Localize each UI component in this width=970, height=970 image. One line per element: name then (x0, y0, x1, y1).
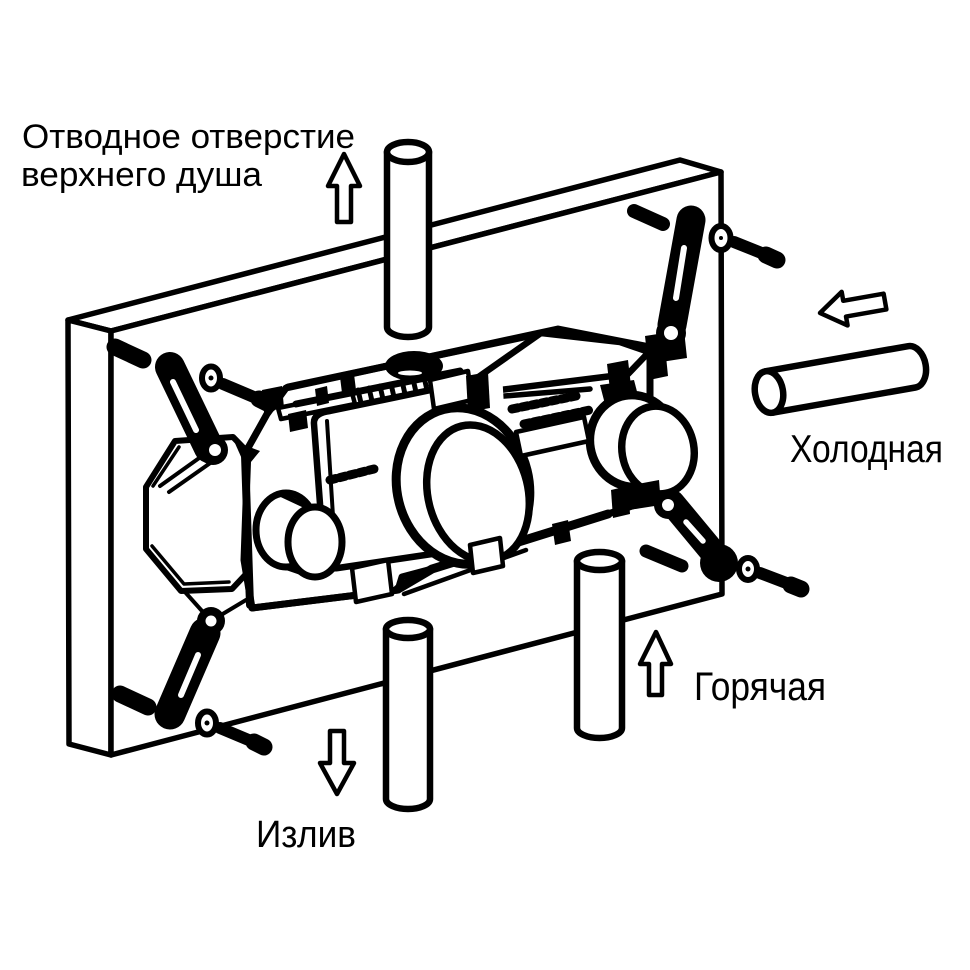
svg-text:верхнего душа: верхнего душа (21, 156, 262, 194)
svg-text:Излив: Излив (256, 814, 356, 856)
svg-text:Горячая: Горячая (694, 665, 826, 709)
svg-text:Холодная: Холодная (790, 428, 943, 471)
svg-text:Отводное отверстие: Отводное отверстие (22, 118, 355, 156)
